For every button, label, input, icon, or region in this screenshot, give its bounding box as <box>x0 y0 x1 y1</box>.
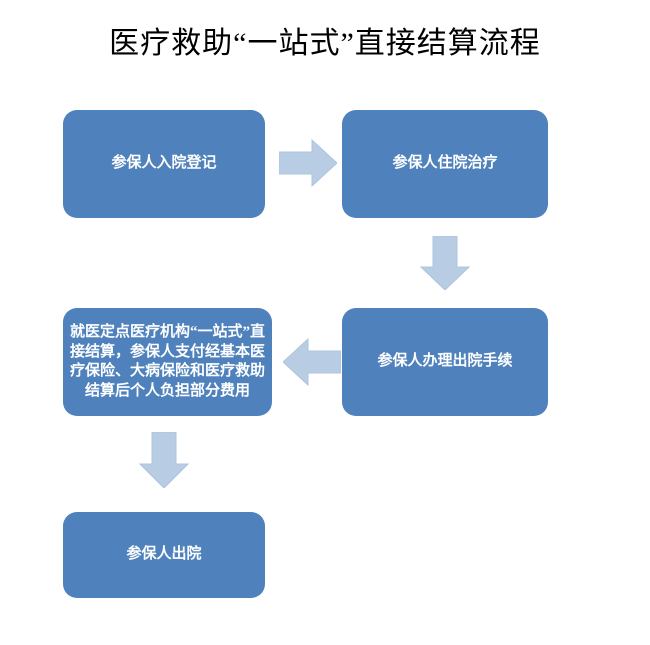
flow-node-label: 参保人出院 <box>126 546 202 563</box>
flow-node-discharged[interactable]: 参保人出院 <box>63 512 265 598</box>
flow-node-label: 参保人办理出院手续 <box>377 353 513 370</box>
arrow-left-icon <box>283 337 341 387</box>
flow-node-discharge-procedure[interactable]: 参保人办理出院手续 <box>342 308 548 416</box>
arrow-down-icon <box>420 236 470 290</box>
flow-node-label: 参保人入院登记 <box>111 155 217 172</box>
flow-node-label: 就医定点医疗机构“一站式”直接结算，参保人支付经基本医疗保险、大病保险和医疗救助… <box>69 324 265 399</box>
page-title: 医疗救助“一站式”直接结算流程 <box>109 27 541 60</box>
arrow-right-icon <box>279 138 337 188</box>
arrow-down-icon <box>139 432 189 488</box>
flow-node-settlement[interactable]: 就医定点医疗机构“一站式”直接结算，参保人支付经基本医疗保险、大病保险和医疗救助… <box>63 308 272 416</box>
flow-node-treatment[interactable]: 参保人住院治疗 <box>342 110 548 218</box>
flow-node-label: 参保人住院治疗 <box>392 155 498 172</box>
flow-node-admission[interactable]: 参保人入院登记 <box>63 110 265 218</box>
